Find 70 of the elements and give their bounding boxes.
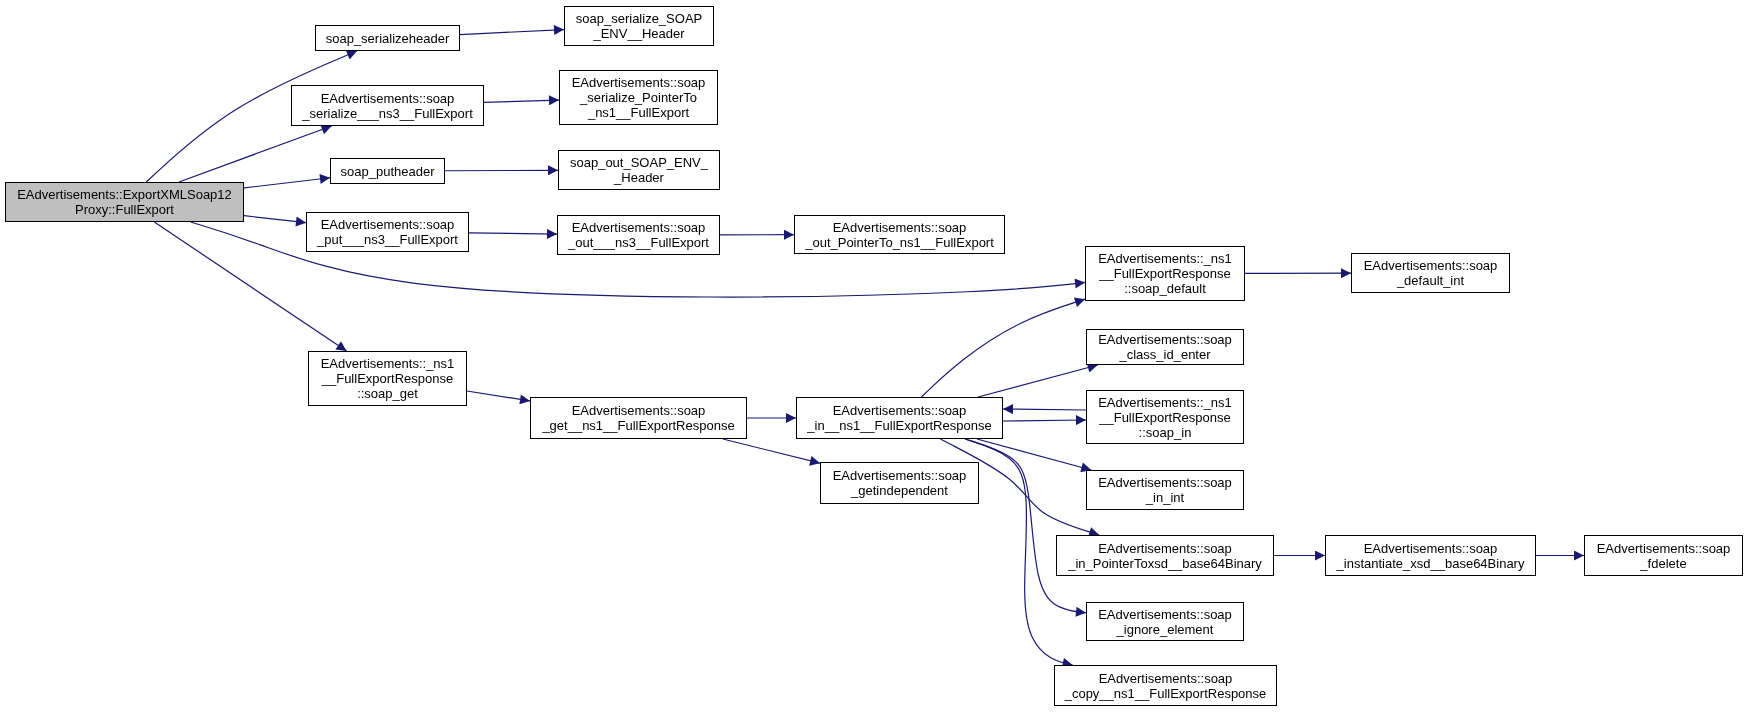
function-name: EAdvertisements::soap _default_int (1362, 258, 1499, 288)
function-box (564, 6, 714, 46)
function-name: EAdvertisements::soap _in__ns1__FullExportResponse (806, 403, 993, 433)
call-arrow (746, 413, 797, 423)
function-name: EAdvertisements::soap _getindependent (831, 468, 968, 498)
function-box (308, 351, 467, 406)
function-name: EAdvertisements::soap _in_int (1097, 475, 1233, 505)
call-arrow (920, 297, 1086, 398)
function-name: EAdvertisements::_ns1 __FullExportResponse ::soap_get (319, 356, 456, 401)
function-name: EAdvertisements::soap _in_PointerToxsd__base64Binary (1067, 540, 1263, 571)
function-name: EAdvertisements::soap _serialize_PointerTo _ns1__FullExport (570, 75, 707, 120)
function-box (1054, 665, 1277, 706)
function-name: EAdvertisements::soap _ignore_element (1097, 606, 1233, 637)
call-arrow (466, 390, 531, 405)
call-arrow (153, 221, 348, 352)
function-box (559, 70, 718, 125)
call-arrow (722, 438, 821, 466)
function-name: EAdvertisements::soap _class_id_enter (1097, 332, 1233, 362)
function-box (306, 212, 469, 252)
call-arrow (483, 95, 560, 106)
function-box (557, 215, 720, 255)
function-name: EAdvertisements::soap _get__ns1__FullExportResponse (541, 403, 736, 433)
function-box (558, 150, 720, 190)
call-arrow (1535, 550, 1585, 561)
function-box (1351, 253, 1510, 293)
function-name: EAdvertisements::soap _out___ns3__FullExport (566, 220, 710, 250)
call-arrow (1273, 550, 1326, 561)
call-arrow (719, 229, 795, 240)
function-name: EAdvertisements::soap _instantiate_xsd__base64Binary (1335, 540, 1526, 571)
function-box (1086, 470, 1244, 510)
function-name: soap_serialize_SOAP _ENV__Header (574, 11, 704, 41)
function-name: EAdvertisements::soap _out_PointerTo_ns1__FullExport (804, 219, 995, 250)
call-arrow (243, 215, 307, 227)
call-arrow (459, 25, 565, 36)
call-arrow (1244, 268, 1352, 279)
function-name: EAdvertisements::soap _fdelete (1595, 540, 1732, 571)
call-arrow (145, 50, 358, 183)
function-name: soap_putheader (340, 163, 435, 179)
call-arrow (444, 165, 559, 176)
function-box (315, 25, 460, 51)
function-box (796, 397, 1003, 439)
call-arrow (243, 174, 331, 189)
function-box (1056, 535, 1274, 576)
function-box (330, 158, 445, 184)
function-box (1085, 246, 1245, 301)
function-box (1086, 390, 1244, 444)
function-box (1584, 535, 1743, 576)
function-box (5, 182, 244, 222)
function-box (794, 215, 1005, 254)
function-name: EAdvertisements::soap _put___ns3__FullExport (315, 217, 459, 247)
function-name: EAdvertisements::soap _serialize___ns3__FullExport (301, 90, 474, 121)
function-box (1325, 535, 1536, 576)
function-name: soap_serializeheader (325, 30, 450, 46)
function-box (291, 85, 484, 126)
call-arrow (939, 438, 1100, 537)
call-arrow (189, 221, 1086, 298)
function-name: EAdvertisements::_ns1 __FullExportResponse ::soap_in (1097, 394, 1233, 440)
function-name: EAdvertisements::soap _copy__ns1__FullExportResponse (1063, 670, 1268, 701)
function-name: EAdvertisements::_ns1 __FullExportResponse ::soap_default (1097, 251, 1233, 296)
function-box (820, 462, 979, 504)
call-arrow (468, 228, 558, 239)
function-box (1086, 329, 1244, 365)
function-name: soap_out_SOAP_ENV_ _Header (568, 155, 709, 185)
call-arrow (178, 124, 333, 183)
function-box (530, 397, 747, 439)
function-name: EAdvertisements::ExportXMLSoap12 Proxy::FullExport (16, 187, 233, 217)
call-arrow (1002, 415, 1087, 426)
call-arrow (1002, 404, 1087, 415)
call-arrow (976, 438, 1092, 473)
function-box (1086, 602, 1244, 641)
